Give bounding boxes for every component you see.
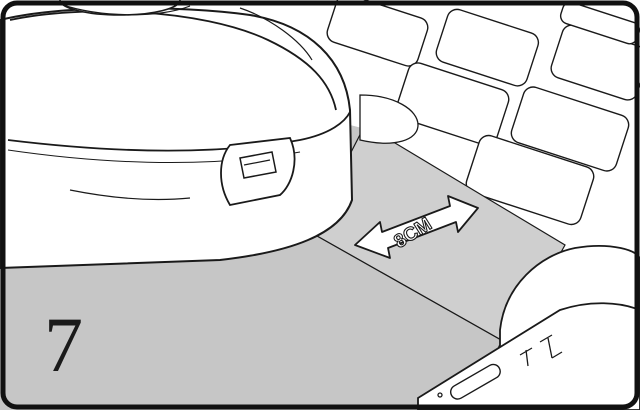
step-number: 7 bbox=[44, 306, 83, 384]
device-body bbox=[0, 0, 352, 268]
